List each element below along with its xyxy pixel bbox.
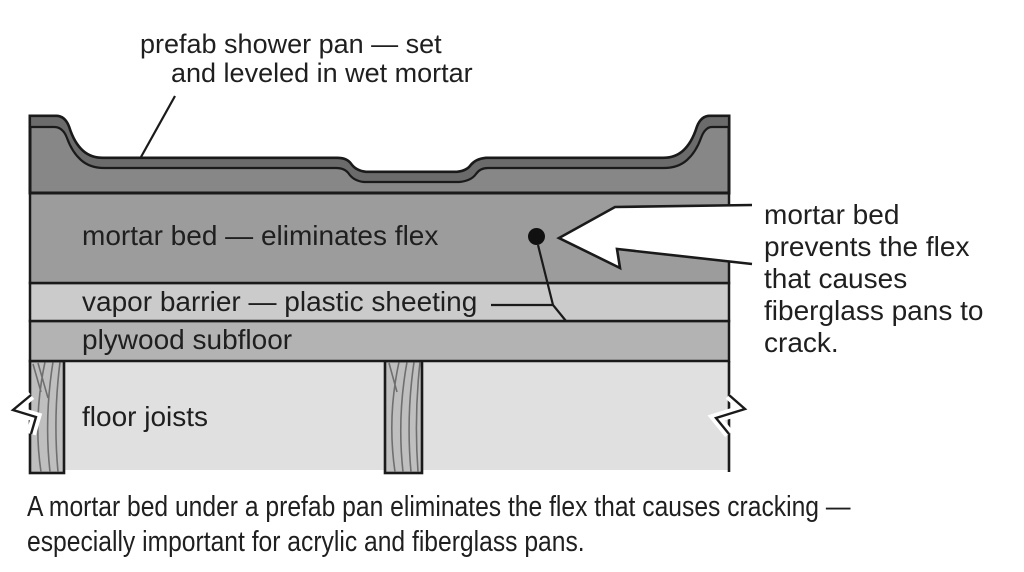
leader-line-pan: [140, 95, 176, 158]
label-mortar-bed: mortar bed — eliminates flex: [82, 220, 439, 251]
leader-line-vapor: [491, 244, 567, 322]
annotation-mortar-bed: mortar bed prevents the flex that causes…: [764, 199, 983, 359]
annotation-line: prevents the flex: [764, 231, 970, 262]
annotation-line: that causes: [764, 263, 908, 294]
annotation-line: mortar bed: [764, 199, 900, 230]
floor-joist-middle: [383, 359, 424, 475]
vapor-barrier-layer: [28, 281, 731, 323]
plywood-layer: [28, 319, 731, 363]
callout-arrow-icon: [556, 203, 753, 271]
label-prefab-shower-pan: prefab shower pan — set and leveled in w…: [140, 30, 473, 88]
label-floor-joists: floor joists: [82, 401, 209, 432]
break-mark-right: [707, 391, 756, 438]
annotation-line: crack.: [764, 327, 839, 358]
joist-bay: [30, 361, 729, 470]
annotation-line: fiberglass pans to: [764, 295, 984, 326]
caption-line: A mortar bed under a prefab pan eliminat…: [27, 491, 851, 523]
label-line: prefab shower pan — set: [140, 29, 442, 59]
caption-line: especially important for acrylic and fib…: [27, 526, 585, 558]
label-vapor-barrier: vapor barrier — plastic sheeting: [82, 286, 478, 317]
figure-caption: A mortar bed under a prefab pan eliminat…: [27, 490, 996, 560]
shower-pan-shell: [28, 114, 731, 184]
break-mark-left: [2, 391, 43, 436]
label-line: and leveled in wet mortar: [171, 58, 473, 88]
wood-grain: [388, 361, 421, 473]
reference-dot: [528, 228, 545, 245]
label-plywood-subfloor: plywood subfloor: [82, 324, 293, 355]
